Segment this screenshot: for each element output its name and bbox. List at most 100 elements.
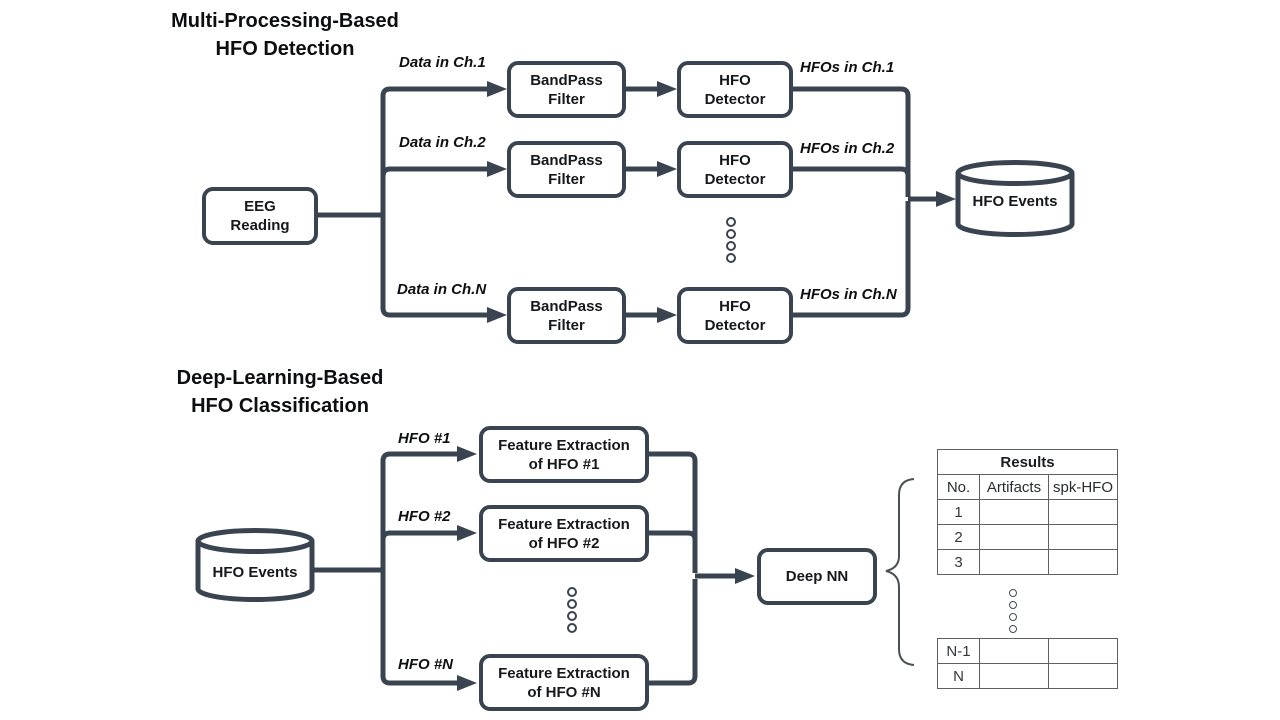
ellipsis-dot (726, 241, 736, 251)
edge-label-data-ch1: Data in Ch.1 (399, 54, 486, 71)
edge-label-data-ch2: Data in Ch.2 (399, 134, 486, 151)
table-row: N (937, 663, 1118, 689)
connector (792, 86, 911, 197)
node-deep-nn: Deep NN (757, 548, 877, 605)
cylinder-top (195, 528, 315, 554)
node-hfo-detector-ch1: HFO Detector (677, 61, 793, 118)
ellipsis-dot (1009, 625, 1017, 633)
ellipsis-dot (567, 599, 577, 609)
label-hfo-events-top: HFO Events (972, 193, 1058, 210)
edge-label-hfos-ch2: HFOs in Ch.2 (800, 140, 895, 157)
row-number-cell: N (937, 663, 980, 689)
empty-cell (1047, 524, 1119, 550)
ellipsis-dots-events (567, 587, 577, 633)
node-feature-extraction-2: Feature Extraction of HFO #2 (479, 505, 649, 562)
connector (380, 166, 487, 178)
edge-label-data-chN: Data in Ch.N (397, 281, 487, 298)
ellipsis-dot (567, 623, 577, 633)
cylinder-top (955, 160, 1075, 186)
ellipsis-dot (567, 587, 577, 597)
database-icon-hfo-events-bottom (195, 528, 315, 602)
empty-cell (1048, 663, 1118, 689)
arrowhead-icon (735, 568, 755, 584)
table-row: N-1 (937, 638, 1118, 664)
arrowhead-icon (657, 307, 677, 323)
detection-arrowheads (487, 81, 956, 323)
empty-cell (979, 499, 1049, 525)
ellipsis-dots-table (1009, 589, 1017, 633)
arrowhead-icon (487, 161, 507, 177)
results-col-artifacts: Artifacts (979, 474, 1049, 500)
results-table-continuation: N-1 N (937, 638, 1118, 689)
connector (792, 166, 911, 197)
ellipsis-dot (567, 611, 577, 621)
connector (649, 451, 698, 573)
empty-cell (1047, 499, 1119, 525)
ellipsis-dot (1009, 613, 1017, 621)
connector (380, 86, 487, 215)
table-row: 1 (937, 499, 1119, 525)
row-number-cell: 1 (937, 499, 980, 525)
arrowhead-icon (487, 81, 507, 97)
ellipsis-dot (726, 217, 736, 227)
ellipsis-dot (726, 253, 736, 263)
node-bandpass-filter-chN: BandPass Filter (507, 287, 626, 344)
label-hfo-events-bottom: HFO Events (212, 564, 298, 581)
node-bandpass-filter-ch1: BandPass Filter (507, 61, 626, 118)
cylinder-body (955, 173, 1075, 237)
arrowhead-icon (657, 81, 677, 97)
classification-connectors (310, 451, 737, 686)
row-number-cell: 3 (937, 549, 980, 575)
section-title-detection: Multi-Processing-Based HFO Detection (171, 10, 399, 60)
arrowhead-icon (457, 675, 477, 691)
database-icon-hfo-events-top (955, 160, 1075, 237)
connector (380, 570, 457, 686)
node-hfo-detector-ch2: HFO Detector (677, 141, 793, 198)
results-table-title: Results (936, 449, 1119, 475)
section-title-classification: Deep-Learning-Based HFO Classification (176, 367, 384, 417)
row-number-cell: 2 (937, 524, 980, 550)
connector (380, 215, 487, 318)
edge-label-hfos-chN: HFOs in Ch.N (800, 286, 897, 303)
edge-label-hfo-1: HFO #1 (398, 430, 451, 447)
node-bandpass-filter-ch2: BandPass Filter (507, 141, 626, 198)
results-table: Results No. Artifacts spk-HFO 1 2 3 (936, 449, 1119, 575)
row-number-cell: N-1 (937, 638, 980, 664)
empty-cell (979, 663, 1049, 689)
empty-cell (979, 638, 1049, 664)
table-row: 3 (937, 549, 1119, 575)
arrowhead-icon (457, 525, 477, 541)
connector (649, 579, 698, 686)
edge-label-hfo-N: HFO #N (398, 656, 454, 673)
arrowhead-icon (457, 446, 477, 462)
arrowhead-icon (657, 161, 677, 177)
node-feature-extraction-N: Feature Extraction of HFO #N (479, 654, 649, 711)
ellipsis-dot (1009, 601, 1017, 609)
ellipsis-dot (726, 229, 736, 239)
empty-cell (1048, 638, 1118, 664)
empty-cell (979, 524, 1049, 550)
empty-cell (979, 549, 1049, 575)
connector (380, 451, 457, 570)
ellipsis-dot (1009, 589, 1017, 597)
empty-cell (1047, 549, 1119, 575)
connector (649, 530, 698, 573)
node-hfo-detector-chN: HFO Detector (677, 287, 793, 344)
curly-brace-icon (885, 478, 915, 666)
node-feature-extraction-1: Feature Extraction of HFO #1 (479, 426, 649, 483)
edge-label-hfo-2: HFO #2 (398, 508, 451, 525)
connector (792, 201, 911, 318)
cylinder-body (195, 541, 315, 602)
detection-connectors (316, 86, 938, 318)
ellipsis-dots-channels (726, 217, 736, 263)
arrowhead-icon (487, 307, 507, 323)
connector (380, 530, 457, 570)
node-eeg-reading: EEG Reading (202, 187, 318, 245)
results-col-no: No. (937, 474, 980, 500)
results-col-spk-hfo: spk-HFO (1047, 474, 1119, 500)
table-row: 2 (937, 524, 1119, 550)
classification-arrowheads (457, 446, 755, 691)
edge-label-hfos-ch1: HFOs in Ch.1 (800, 59, 895, 76)
